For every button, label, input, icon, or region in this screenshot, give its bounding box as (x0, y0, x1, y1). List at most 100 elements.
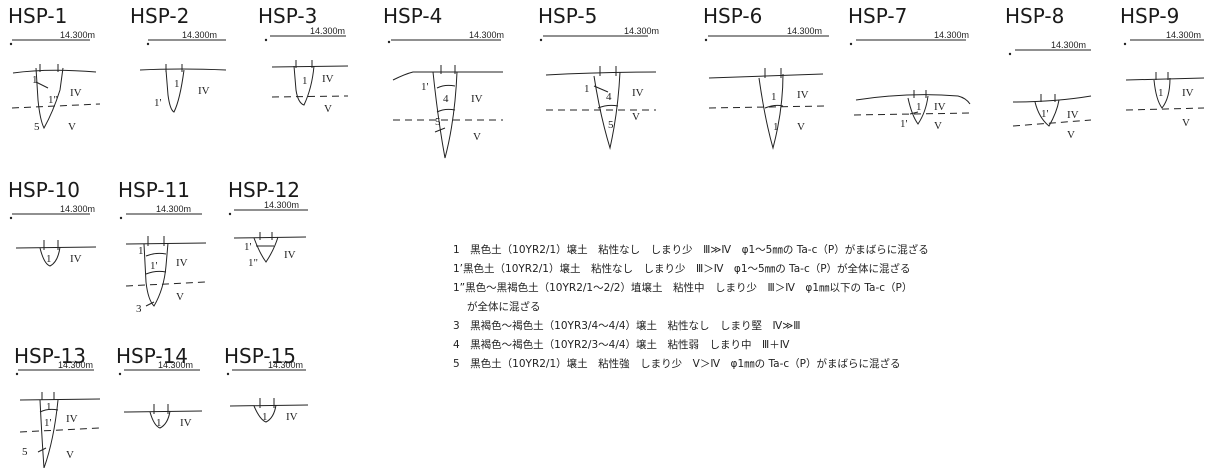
label-1: 1 (46, 253, 52, 265)
section-title: HSP-13 (14, 344, 87, 368)
label-iv: IV (180, 417, 192, 429)
section-title: HSP-6 (703, 4, 763, 28)
label-1: 1 (916, 101, 922, 113)
label-1pp: 1" (48, 94, 58, 106)
label-1: 1 (138, 245, 144, 257)
label-iv: IV (284, 249, 296, 261)
label-1: 1 (174, 78, 180, 90)
label-iv: IV (471, 93, 483, 105)
section-title: HSP-2 (130, 4, 190, 28)
section-drawing: 14.300m 1 1' IV 5 V (15, 360, 101, 468)
legend-item-1: 1 黒色土（10YR2/1）壌土 粘性なし しまり少 Ⅲ≫Ⅳ φ1～5㎜の Ta… (453, 244, 929, 256)
label-1: 1 (262, 411, 268, 423)
legend-item-3: 3 黒褐色～褐色土（10YR3/4～4/4）壌土 粘性なし しまり堅 Ⅳ≫Ⅲ (453, 320, 801, 332)
section-title: HSP-9 (1120, 4, 1180, 28)
label-iv: IV (70, 87, 82, 99)
elevation-label: 14.300m (60, 30, 95, 40)
label-1p: 1' (244, 241, 252, 253)
section-title: HSP-10 (8, 178, 81, 202)
section-drawing: 14.300m 1 IV V (264, 26, 349, 115)
label-v: V (68, 121, 76, 133)
legend-item-1-double-prime: 1”黒色～黒褐色土（10YR2/1～2/2）埴壌土 粘性中 しまり少 Ⅲ＞Ⅳ φ… (453, 282, 913, 294)
elevation-label: 14.300m (158, 360, 193, 370)
label-v: V (176, 291, 184, 303)
section-title: HSP-4 (383, 4, 443, 28)
label-1: 1 (32, 74, 38, 86)
elevation-label: 14.300m (264, 200, 299, 210)
section-hsp-5: HSP-5 14.300m 1 4 IV 5 V (538, 0, 668, 160)
label-1: 1 (771, 91, 777, 103)
label-iv: IV (632, 87, 644, 99)
section-drawing: 14.300m 1 1" IV 5 V (9, 30, 101, 133)
label-1p: 1' (150, 260, 158, 272)
section-hsp-10: HSP-10 14.300m 1 IV (8, 174, 108, 274)
section-hsp-15: HSP-15 14.300m 1 IV (224, 340, 324, 440)
section-drawing: 14.300m 1' 1" IV (228, 200, 308, 269)
section-drawing: 14.300m 1 IV (9, 204, 97, 267)
section-title: HSP-5 (538, 4, 598, 28)
section-hsp-8: HSP-8 14.300m 1' IV V (1005, 0, 1105, 160)
section-drawing: 14.300m 1 IV V (1123, 30, 1205, 129)
label-1p: 1' (44, 417, 52, 429)
elevation-label: 14.300m (310, 26, 345, 36)
label-v: V (324, 103, 332, 115)
section-drawing: 14.300m 1 1' IV (139, 30, 227, 113)
label-1: 1 (46, 401, 52, 413)
label-v: V (1182, 117, 1190, 129)
label-1: 1 (302, 75, 308, 87)
label-5: 5 (435, 116, 441, 128)
label-v: V (797, 121, 805, 133)
label-4: 4 (606, 91, 612, 103)
section-title: HSP-1 (8, 4, 68, 28)
section-title: HSP-15 (224, 344, 297, 368)
label-1b: 1 (773, 121, 779, 133)
section-hsp-2: HSP-2 14.300m 1 1' IV (130, 0, 240, 160)
section-drawing: 14.300m 1 1' IV V (849, 30, 973, 132)
elevation-label: 14.300m (268, 360, 303, 370)
elevation-label: 14.300m (156, 204, 191, 214)
label-1p: 1' (1041, 108, 1049, 120)
label-iv: IV (176, 257, 188, 269)
legend-item-1-double-prime-cont: が全体に混ざる (467, 301, 541, 313)
section-drawing: 14.300m 1' 4 IV 5 V (387, 30, 504, 159)
label-1p: 1' (154, 97, 162, 109)
label-iv: IV (797, 89, 809, 101)
section-title: HSP-14 (116, 344, 189, 368)
elevation-label: 14.300m (787, 26, 822, 36)
section-drawing: 14.300m 1' IV V (1008, 40, 1092, 141)
label-4: 4 (443, 93, 449, 105)
label-iv: IV (70, 253, 82, 265)
elevation-label: 14.300m (58, 360, 93, 370)
legend-item-5: 5 黒色土（10YR2/1）壌土 粘性強 しまり少 Ⅴ＞Ⅳ φ1㎜の Ta-c（… (453, 358, 901, 370)
label-1p: 1' (900, 118, 908, 130)
label-1pp: 1" (248, 257, 258, 269)
section-hsp-9: HSP-9 14.300m 1 IV V (1120, 0, 1210, 160)
elevation-label: 14.300m (60, 204, 95, 214)
section-title: HSP-3 (258, 4, 318, 28)
section-drawing: 14.300m 1 IV (118, 360, 203, 429)
label-v: V (632, 111, 640, 123)
elevation-label: 14.300m (182, 30, 217, 40)
section-hsp-1: HSP-1 14.300m 1 1" IV 5 V (8, 0, 118, 160)
section-hsp-12: HSP-12 14.300m 1' 1" IV (228, 174, 328, 274)
label-iv: IV (322, 73, 334, 85)
section-hsp-11: HSP-11 14.300m 1 1' IV 3 V (118, 174, 218, 334)
label-iv: IV (1182, 87, 1194, 99)
elevation-label: 14.300m (624, 26, 659, 36)
label-iv: IV (286, 411, 298, 423)
section-drawing: 14.300m 1 1 IV V (704, 26, 829, 150)
elevation-label: 14.300m (1051, 40, 1086, 50)
elevation-label: 14.300m (469, 30, 504, 40)
section-hsp-14: HSP-14 14.300m 1 IV (116, 340, 216, 440)
section-drawing: 14.300m 1 1' IV 3 V (119, 204, 207, 315)
elevation-label: 14.300m (1166, 30, 1201, 40)
legend-item-1-prime: 1’黒色土（10YR2/1）壌土 粘性なし しまり少 Ⅲ＞Ⅳ φ1～5㎜の Ta… (453, 263, 911, 275)
section-title: HSP-11 (118, 178, 191, 202)
section-title: HSP-12 (228, 178, 301, 202)
label-v: V (1067, 129, 1075, 141)
label-v: V (66, 449, 74, 461)
section-hsp-13: HSP-13 14.300m 1 1' IV 5 V (14, 340, 114, 468)
label-1: 1 (1158, 87, 1164, 99)
section-drawing: 14.300m 1 IV (226, 360, 309, 423)
label-iv: IV (198, 85, 210, 97)
